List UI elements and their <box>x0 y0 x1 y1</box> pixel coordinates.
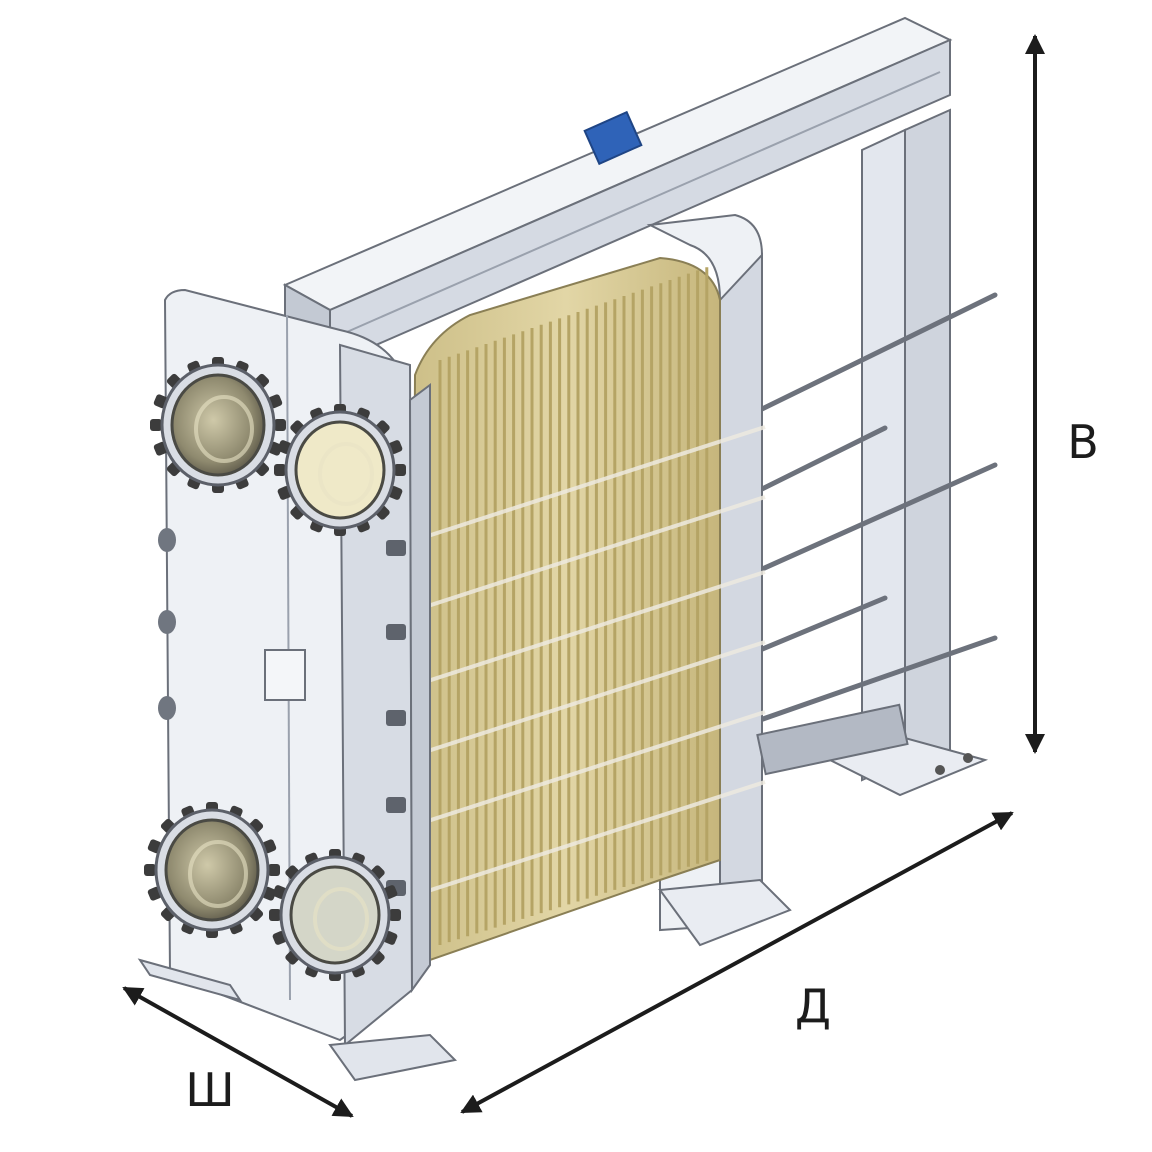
top-carrying-beam <box>282 16 953 367</box>
gasket-tooth <box>394 464 406 476</box>
width-dimension-arrow <box>122 986 354 1118</box>
bolt-nut <box>158 528 176 552</box>
tie-rod-front <box>399 710 766 832</box>
gasket-tooth <box>274 464 286 476</box>
tie-rod-front <box>399 640 766 762</box>
dimension-arrows <box>122 34 1045 1118</box>
tie-rod-front <box>399 570 766 692</box>
gasket-tooth <box>268 864 280 876</box>
bolt-nut <box>158 696 176 720</box>
bolt-nut <box>386 624 406 640</box>
bolt-nut <box>158 610 176 634</box>
height-label: В <box>1067 415 1099 469</box>
bolt-nut <box>386 710 406 726</box>
plate-label-tag <box>264 649 306 701</box>
length-dimension-arrow <box>460 811 1014 1114</box>
gasket-tooth <box>144 864 156 876</box>
gasket-tooth <box>389 909 401 921</box>
port-nozzle <box>144 802 280 938</box>
bolt-nut <box>386 797 406 813</box>
port-nozzle <box>269 849 401 981</box>
plate-pack <box>399 256 766 962</box>
tie-rod-front <box>399 495 766 617</box>
rear-support-column <box>816 108 989 797</box>
width-label: Ш <box>185 1063 234 1117</box>
gasket-tooth <box>150 419 162 431</box>
port-nozzle <box>274 404 406 536</box>
gasket-tooth <box>269 909 281 921</box>
tie-rod-front <box>399 425 766 547</box>
frame-bolts <box>158 528 406 896</box>
lower-guide-bar <box>756 703 909 776</box>
length-label: Д <box>795 979 831 1033</box>
gasket-tooth <box>274 419 286 431</box>
port-nozzles <box>144 357 406 981</box>
pressure-plate-foot <box>658 878 792 947</box>
tie-rods <box>757 292 998 723</box>
port-nozzle <box>150 357 286 493</box>
bolt-nut <box>386 540 406 556</box>
beam-clamp <box>583 110 643 166</box>
